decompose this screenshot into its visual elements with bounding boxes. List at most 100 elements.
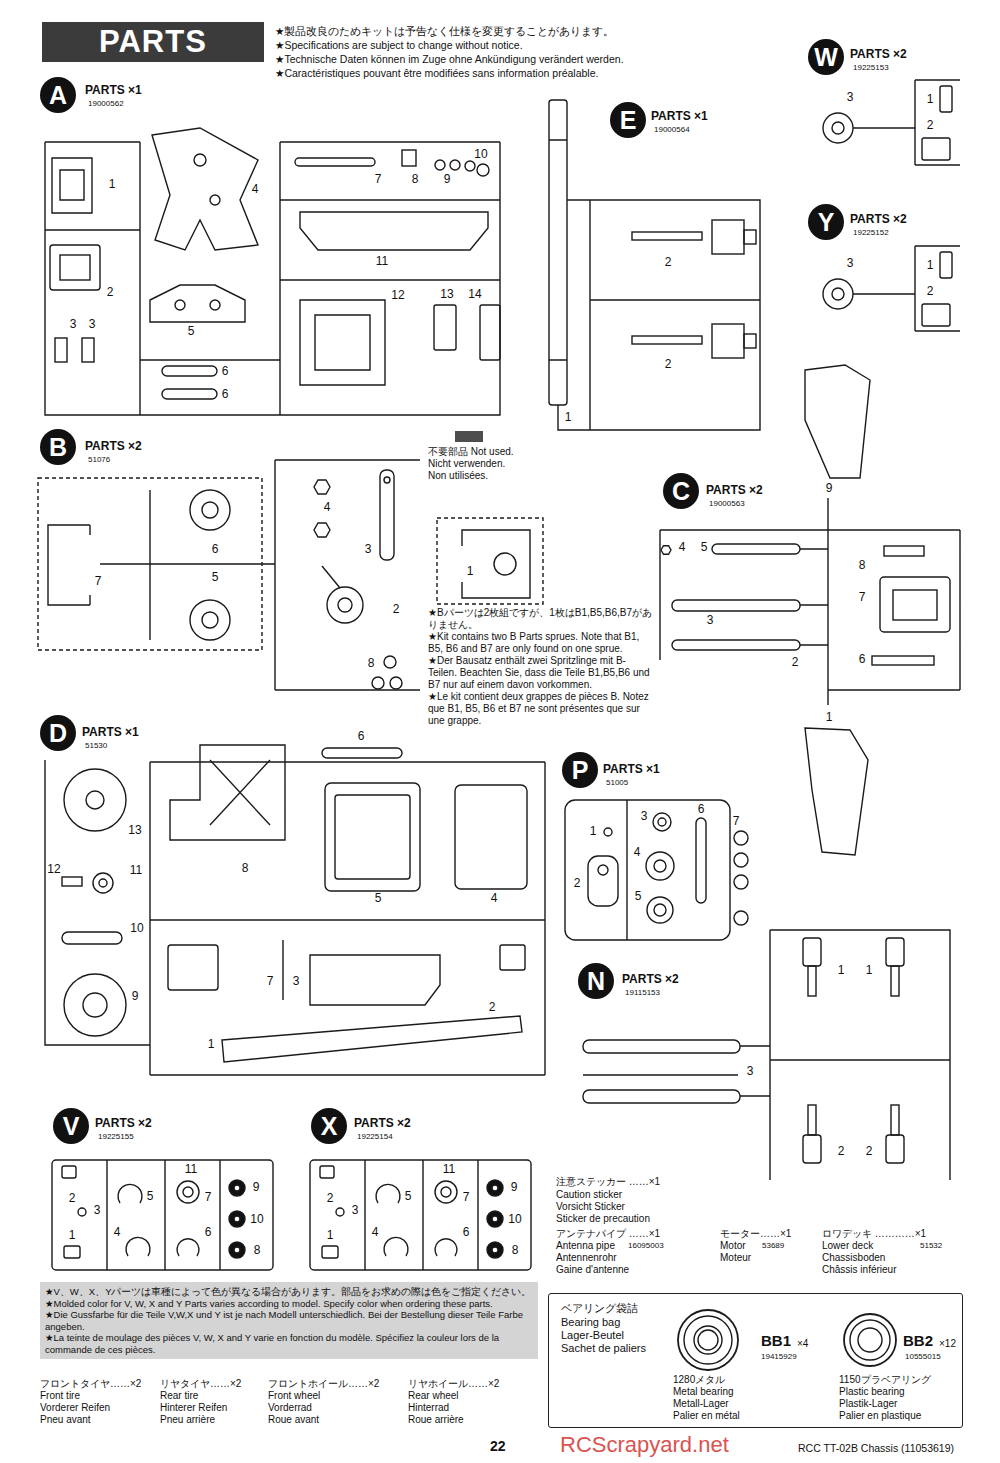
callout-number: 6 [859, 653, 866, 667]
item-text: 51532 [920, 1241, 942, 1250]
item-text: Châssis inférieur [822, 1264, 896, 1276]
callout-number: 2 [69, 1192, 76, 1206]
bearing-text: Palier en métal [673, 1410, 740, 1422]
callout-number: 2 [107, 286, 114, 300]
bearing-text: 1280メタル [673, 1374, 725, 1386]
callout-number: 4 [634, 846, 641, 860]
spec-note: ★Caractéristiques pouvant être modifiées… [275, 66, 795, 80]
callout-number: 3 [365, 543, 372, 557]
callout-number: 1 [208, 1038, 215, 1052]
item-text: Hinterer Reifen [160, 1402, 227, 1414]
callout-number: 5 [212, 571, 219, 585]
callout-number: 9 [511, 1181, 518, 1195]
callout-number: 7 [733, 815, 740, 829]
callout-number: 3 [641, 810, 648, 824]
item-text: リヤタイヤ……×2 [160, 1378, 241, 1390]
callout-number: 8 [368, 657, 375, 671]
item-text: フロントホイール……×2 [268, 1378, 379, 1390]
callout-number: 6 [205, 1226, 212, 1240]
callout-number: 2 [792, 656, 799, 670]
legend-swatch [455, 431, 483, 442]
parts-count: PARTS ×1 [85, 84, 142, 98]
item-text: Sticker de precaution [556, 1213, 650, 1225]
callout-number: 2 [574, 877, 581, 891]
sprue-note: ★Le kit contient deux grappes de pièces … [428, 691, 653, 727]
part-number: 19225152 [853, 228, 889, 237]
bearing-text: Bearing bag [561, 1316, 620, 1329]
callout-number: 6 [698, 803, 705, 817]
sprue-letter-circle: P [562, 752, 598, 788]
callout-number: 2 [838, 1145, 845, 1159]
callout-number: 3 [293, 975, 300, 989]
sprue-note: ★Bパーツは2枚組ですが、1枚はB1,B5,B6,B7がありません。 [428, 607, 653, 631]
callout-number: 1 [327, 1229, 334, 1243]
item-text: アンテナパイプ ……×1 [556, 1228, 660, 1240]
parts-count: PARTS ×1 [651, 110, 708, 124]
callout-number: 12 [391, 289, 404, 303]
bearing-text: ×4 [797, 1338, 808, 1350]
spec-note-group: ★製品改良のためキットは予告なく仕様を変更することがあります。★Specific… [275, 24, 795, 80]
sprue-letter: Y [808, 204, 844, 240]
item-text: リヤホイール……×2 [408, 1378, 499, 1390]
item-text: Rear tire [160, 1390, 198, 1402]
spec-note: ★Technische Daten können im Zuge ohne An… [275, 52, 795, 66]
callout-number: 9 [826, 482, 833, 496]
callout-number: 2 [927, 119, 934, 133]
item-text: Rear wheel [408, 1390, 459, 1402]
sprue-letter: A [40, 77, 76, 113]
bearing-text: Plastic bearing [839, 1386, 905, 1398]
item-text: Antenna pipe [556, 1240, 615, 1252]
sprue-letter-circle: X [311, 1108, 347, 1144]
callout-number: 3 [747, 1065, 754, 1079]
callout-number: 1 [467, 565, 474, 579]
spec-note: ★製品改良のためキットは予告なく仕様を変更することがあります。 [275, 24, 795, 38]
sprue-letter-circle: N [578, 963, 614, 999]
callout-number: 7 [95, 575, 102, 589]
parts-count: PARTS ×2 [95, 1117, 152, 1131]
item-text: Hinterrad [408, 1402, 449, 1414]
callout-number: 14 [468, 288, 481, 302]
callout-number: 3 [352, 1204, 359, 1218]
part-number: 19225154 [357, 1132, 393, 1141]
item-text: 53689 [762, 1241, 784, 1250]
item-text: Roue avant [268, 1414, 319, 1426]
sprue-letter: B [40, 429, 76, 465]
callout-number: 4 [679, 541, 686, 555]
part-number: 19115153 [625, 988, 660, 997]
callout-number: 5 [147, 1190, 154, 1204]
callout-number: 11 [376, 255, 388, 269]
callout-number: 10 [130, 922, 143, 936]
callout-number: 8 [512, 1244, 519, 1258]
callout-number: 3 [707, 614, 714, 628]
title-band: PARTS [42, 22, 264, 62]
sprue-letter-circle: B [40, 429, 76, 465]
parts-count: PARTS ×1 [603, 763, 660, 777]
item-text: Roue arrière [408, 1414, 464, 1426]
item-text: Motor [720, 1240, 746, 1252]
sprue-letter: C [663, 473, 699, 509]
sprue-note: ★Kit contains two B Parts sprues. Note t… [428, 631, 653, 655]
sprue-letter-circle: E [610, 102, 646, 138]
callout-number: 8 [412, 173, 419, 187]
callout-number: 7 [859, 591, 866, 605]
part-number: 19225155 [98, 1132, 134, 1141]
sprue-note-group: ★Bパーツは2枚組ですが、1枚はB1,B5,B6,B7がありません。★Kit c… [428, 607, 653, 727]
callout-number: 3 [94, 1204, 101, 1218]
item-text: Front wheel [268, 1390, 320, 1402]
callout-number: 1 [866, 964, 873, 978]
callout-number: 2 [665, 256, 672, 270]
footer-text: RCC TT-02B Chassis (11053619) [798, 1442, 954, 1454]
callout-number: 6 [222, 388, 229, 402]
callout-number: 4 [324, 501, 331, 515]
callout-number: 4 [491, 892, 498, 906]
callout-number: 1 [565, 411, 572, 425]
callout-number: 1 [927, 259, 934, 273]
parts-count: PARTS ×2 [706, 484, 763, 498]
callout-number: 13 [440, 288, 453, 302]
sprue-letter: E [610, 102, 646, 138]
sprue-letter: W [808, 39, 844, 75]
item-text: 16095003 [628, 1241, 664, 1250]
callout-number: 5 [701, 541, 708, 555]
bearing-code: BB1 [761, 1332, 791, 1349]
callout-number: 9 [253, 1181, 260, 1195]
